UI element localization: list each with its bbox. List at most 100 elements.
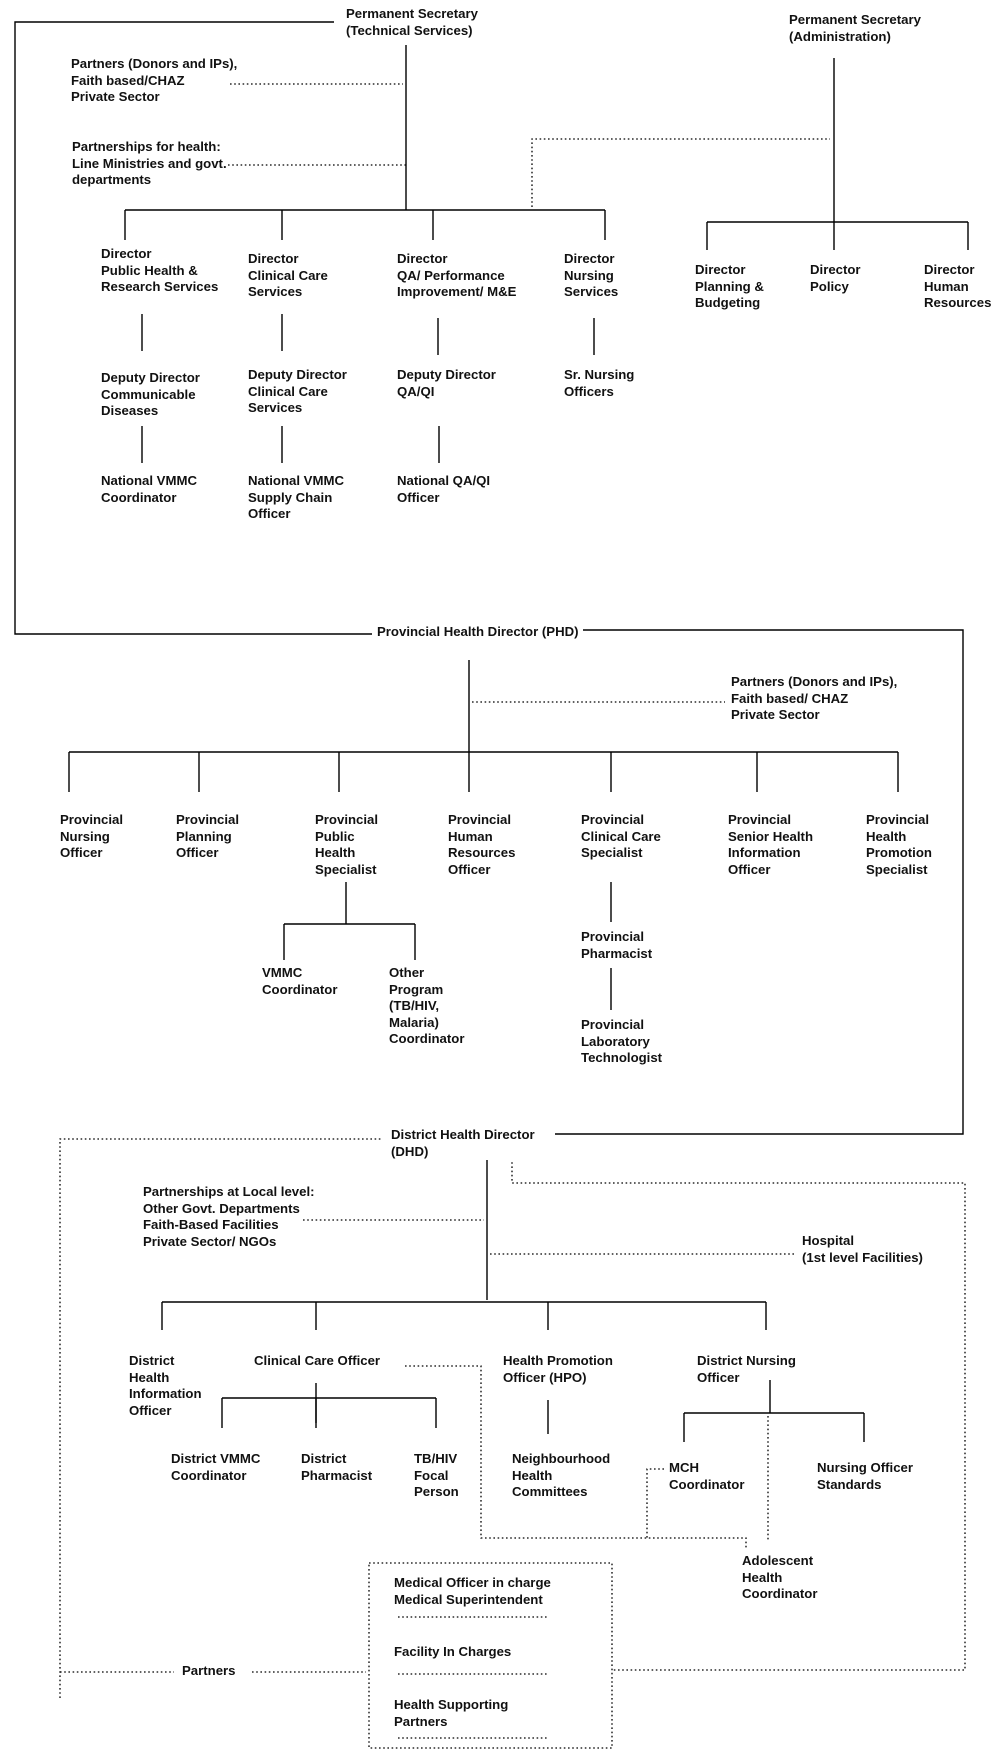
label-line: Partnerships for health: bbox=[72, 139, 221, 154]
label-line: VMMC bbox=[262, 965, 303, 980]
label-line: Faith based/ CHAZ bbox=[731, 690, 849, 706]
label-line: (Technical Services) bbox=[346, 22, 473, 38]
label-line: Coordinator bbox=[389, 1031, 465, 1046]
label-line: Health Supporting bbox=[394, 1697, 509, 1712]
label-line: National VMMC bbox=[101, 473, 197, 488]
label-line: Specialist bbox=[581, 845, 643, 860]
label-line: Director bbox=[248, 251, 299, 266]
label-line: Standards bbox=[817, 1476, 882, 1492]
label-line: Human bbox=[448, 828, 493, 844]
label-line: National VMMC bbox=[248, 473, 344, 488]
label-line: Health bbox=[742, 1569, 783, 1585]
label-line: Pharmacist bbox=[301, 1467, 373, 1483]
label-line: Coordinator bbox=[742, 1586, 818, 1601]
label-line: Policy bbox=[810, 278, 849, 294]
label-line: TB/HIV bbox=[414, 1451, 458, 1466]
label-line: Director bbox=[564, 251, 615, 266]
label-line: Private Sector bbox=[71, 89, 160, 104]
label-line: Line Ministries and govt. bbox=[72, 155, 227, 171]
label-line: (DHD) bbox=[391, 1143, 429, 1159]
label-line: Director bbox=[810, 262, 861, 277]
label-line: Faith-Based Facilities bbox=[143, 1217, 279, 1232]
label-line: Provincial bbox=[728, 812, 792, 827]
label-line: Other bbox=[389, 965, 425, 980]
label-line: QA/ Performance bbox=[397, 267, 505, 283]
label-line: District Nursing bbox=[697, 1353, 796, 1368]
label-line: Partners (Donors and IPs), bbox=[71, 56, 238, 71]
label-line: Facility In Charges bbox=[394, 1644, 512, 1659]
label-line: Officer bbox=[248, 506, 291, 521]
node-partnerships-local: Partnerships at Local level:Other Govt. … bbox=[143, 1184, 315, 1250]
label-line: National QA/QI bbox=[397, 473, 491, 488]
label-line: departments bbox=[72, 172, 152, 187]
label-line: Resources bbox=[924, 295, 992, 310]
label-line: Clinical Care bbox=[248, 383, 328, 399]
label-line: Resources bbox=[448, 845, 516, 860]
label-line: (Administration) bbox=[789, 28, 891, 44]
label-line: Director bbox=[924, 262, 975, 277]
label-line: Nursing bbox=[564, 267, 614, 283]
node-partners-bottom: Partners bbox=[179, 1663, 239, 1680]
label-line: Services bbox=[564, 284, 619, 299]
label-line: Permanent Secretary bbox=[789, 12, 921, 27]
label-line: Officers bbox=[564, 383, 614, 399]
label-line: Permanent Secretary bbox=[346, 6, 478, 21]
label-line: Improvement/ M&E bbox=[397, 284, 517, 299]
label-line: MCH bbox=[669, 1460, 700, 1475]
label-line: Coordinator bbox=[262, 981, 338, 997]
label-line: Partnerships at Local level: bbox=[143, 1184, 315, 1199]
label-line: Director bbox=[397, 251, 448, 266]
label-line: Human bbox=[924, 278, 969, 294]
node-ps-technical: Permanent Secretary(Technical Services) bbox=[346, 6, 478, 39]
label-line: Sr. Nursing bbox=[564, 367, 635, 382]
label-line: Services bbox=[248, 284, 303, 299]
label-line: Committees bbox=[512, 1484, 588, 1499]
label-line: Health bbox=[129, 1369, 170, 1385]
label-line: Communicable bbox=[101, 386, 196, 402]
label-line: District Health Director bbox=[391, 1127, 535, 1142]
label-line: Faith based/CHAZ bbox=[71, 72, 185, 88]
label-line: Provincial bbox=[581, 929, 645, 944]
label-line: Health Promotion bbox=[503, 1353, 613, 1368]
dotted-connector bbox=[646, 1468, 664, 1538]
label-line: Budgeting bbox=[695, 295, 761, 310]
label-line: Diseases bbox=[101, 403, 159, 418]
label-line: Officer bbox=[129, 1402, 172, 1418]
solid-connector bbox=[555, 629, 964, 1135]
label-line: District bbox=[129, 1353, 175, 1368]
label-line: Health bbox=[866, 828, 907, 844]
node-dhd: District Health Director(DHD) bbox=[388, 1127, 538, 1160]
label-line: Health bbox=[512, 1467, 553, 1483]
label-line: Hospital bbox=[802, 1233, 855, 1248]
node-partners-provincial: Partners (Donors and IPs),Faith based/ C… bbox=[731, 674, 897, 724]
node-ps-administration: Permanent Secretary(Administration) bbox=[789, 12, 921, 45]
label-line: District bbox=[301, 1451, 347, 1466]
label-line: Provincial bbox=[60, 812, 124, 827]
label-line: (TB/HIV, bbox=[389, 998, 440, 1013]
label-line: Coordinator bbox=[669, 1476, 745, 1492]
node-clinical-care-officer: Clinical Care Officer bbox=[254, 1353, 380, 1370]
label-line: Private Sector bbox=[731, 707, 820, 722]
label-line: Adolescent bbox=[742, 1553, 814, 1568]
label-line: Private Sector/ NGOs bbox=[143, 1233, 277, 1249]
